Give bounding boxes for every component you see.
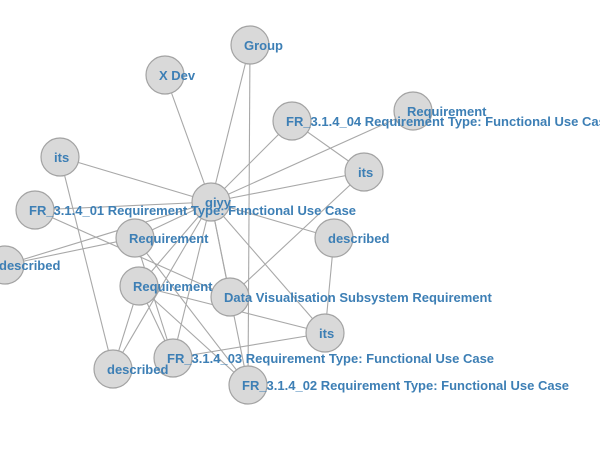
node-circle[interactable] <box>0 245 25 285</box>
graph-node-req-top[interactable] <box>393 91 433 131</box>
node-label-fr01[interactable]: FR_3.1.4_01 Requirement Type: Functional… <box>29 203 356 218</box>
graph-node-fr03[interactable] <box>153 338 193 378</box>
graph-node-xdev[interactable] <box>145 55 185 95</box>
node-label-xdev[interactable]: X Dev <box>159 68 196 83</box>
graph-node-its-right[interactable] <box>344 152 384 192</box>
graph-node-fr02[interactable] <box>228 365 268 405</box>
node-circle[interactable] <box>210 277 250 317</box>
node-label-fr04[interactable]: FR_3.1.4_04 Requirement Type: Functional… <box>286 114 600 129</box>
graph-node-described-right[interactable] <box>314 218 354 258</box>
node-label-described-right[interactable]: described <box>328 231 389 246</box>
edge-giyy-described_bottom <box>112 201 212 370</box>
edge-giyy-its_left <box>59 156 212 203</box>
node-label-its-right[interactable]: its <box>358 165 373 180</box>
graph-node-its-left[interactable] <box>40 137 80 177</box>
edge-giyy-described_left <box>4 201 212 266</box>
edge-its_right-dvs <box>229 171 365 298</box>
edge-giyy-fr01 <box>34 201 212 211</box>
edge-giyy-xdev <box>164 74 212 203</box>
graph-edges <box>4 44 414 386</box>
graph-node-req-mid[interactable] <box>115 218 155 258</box>
node-circle[interactable] <box>305 313 345 353</box>
edge-req_mid-fr02 <box>134 237 249 386</box>
edge-giyy-described_right <box>210 201 335 239</box>
node-circle[interactable] <box>272 101 312 141</box>
node-circle[interactable] <box>230 25 270 65</box>
node-circle[interactable] <box>115 218 155 258</box>
node-circle[interactable] <box>119 266 159 306</box>
edge-req_low-fr02 <box>138 285 249 386</box>
edge-giyy-its_bottom <box>210 201 326 334</box>
node-circle[interactable] <box>191 182 231 222</box>
node-circle[interactable] <box>393 91 433 131</box>
graph-node-req-low[interactable] <box>119 266 159 306</box>
node-circle[interactable] <box>93 349 133 389</box>
graph-node-giyy[interactable] <box>191 182 231 222</box>
node-label-req-top[interactable]: Requirement <box>407 104 487 119</box>
node-circle[interactable] <box>153 338 193 378</box>
node-circle[interactable] <box>145 55 185 95</box>
node-label-fr02[interactable]: FR_3.1.4_02 Requirement Type: Functional… <box>242 378 569 393</box>
node-circle[interactable] <box>228 365 268 405</box>
node-label-its-bottom[interactable]: its <box>319 326 334 341</box>
edge-fr03-its_bottom <box>172 332 326 359</box>
node-circle[interactable] <box>15 190 55 230</box>
graph-node-described-bottom[interactable] <box>93 349 133 389</box>
node-label-fr03[interactable]: FR_3.1.4_03 Requirement Type: Functional… <box>167 351 494 366</box>
edge-giyy-req_top <box>210 110 414 203</box>
graph-node-fr01[interactable] <box>15 190 55 230</box>
edge-giyy-its_right <box>210 171 365 203</box>
node-circle[interactable] <box>40 137 80 177</box>
graph-node-fr04[interactable] <box>272 101 312 141</box>
graph-node-described-left[interactable] <box>0 245 25 285</box>
node-circle[interactable] <box>344 152 384 192</box>
graph-node-its-bottom[interactable] <box>305 313 345 353</box>
node-label-described-bottom[interactable]: described <box>107 362 168 377</box>
node-label-dvs[interactable]: Data Visualisation Subsystem Requirement <box>224 290 492 305</box>
node-label-its-left[interactable]: its <box>54 150 69 165</box>
node-label-req-low[interactable]: Requirement <box>133 279 213 294</box>
graph-node-dvs[interactable] <box>210 277 250 317</box>
edge-its_left-described_bottom <box>59 156 114 370</box>
graph-node-group[interactable] <box>230 25 270 65</box>
node-label-described-left[interactable]: described <box>0 258 60 273</box>
edge-req_mid-described_left <box>4 237 136 266</box>
node-label-req-mid[interactable]: Requirement <box>129 231 209 246</box>
node-label-giyy[interactable]: giyy <box>205 195 232 210</box>
node-label-group[interactable]: Group <box>244 38 283 53</box>
edge-giyy-group <box>210 44 251 203</box>
edge-group-fr02 <box>247 44 251 386</box>
node-circle[interactable] <box>314 218 354 258</box>
